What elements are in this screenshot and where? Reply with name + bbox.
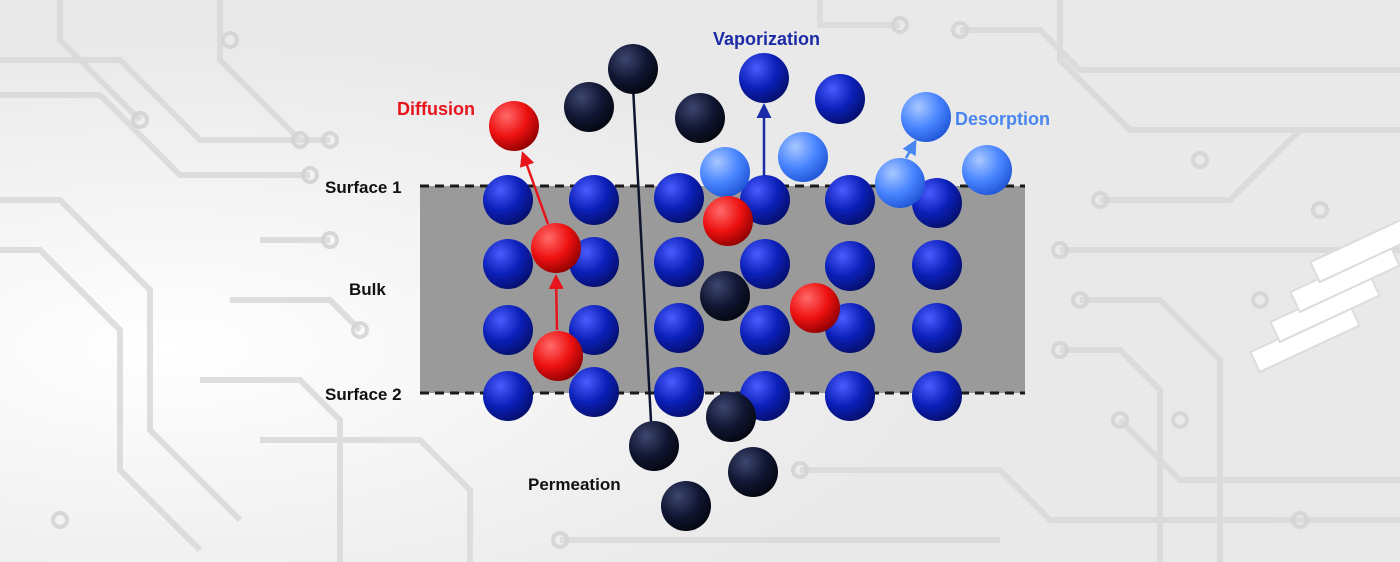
lattice-atom [569, 175, 619, 225]
diffusion-label: Diffusion [397, 99, 475, 119]
diffusion-arrow-lower [548, 274, 564, 331]
lattice-atom [912, 178, 962, 228]
desorbing-atom [700, 147, 750, 197]
permeating-atom [608, 44, 658, 94]
desorbing-atom [901, 92, 951, 142]
lattice-atom [912, 371, 962, 421]
lattice-atom [740, 239, 790, 289]
lattice-atom [912, 240, 962, 290]
vaporized-atom [815, 74, 865, 124]
lattice-atom [740, 305, 790, 355]
bulk-label: Bulk [349, 280, 386, 299]
lattice-atom [825, 175, 875, 225]
lattice-atom [740, 175, 790, 225]
permeating-atom [564, 82, 614, 132]
lattice-atom [654, 367, 704, 417]
diffusing-atom [489, 101, 539, 151]
diffusing-atom [703, 196, 753, 246]
surface-2-label: Surface 2 [325, 385, 402, 404]
lattice-atom [483, 305, 533, 355]
surface-1-label: Surface 1 [325, 178, 402, 197]
permeating-atom [706, 392, 756, 442]
desorbing-atom [962, 145, 1012, 195]
diffusing-atom [790, 283, 840, 333]
permeating-atom [675, 93, 725, 143]
circuit-board-pads [51, 16, 1329, 549]
lattice-atoms [483, 53, 962, 421]
desorbing-atoms [700, 92, 1012, 208]
diffusing-atoms [489, 101, 840, 381]
permeating-atom [728, 447, 778, 497]
lattice-atom [569, 305, 619, 355]
permeation-path [630, 67, 654, 441]
permeating-atom [661, 481, 711, 531]
desorbing-atom [778, 132, 828, 182]
lattice-atom [483, 175, 533, 225]
permeating-atom [629, 421, 679, 471]
lattice-atom [654, 237, 704, 287]
diffusion-arrow-upper [519, 151, 550, 225]
permeating-atoms [564, 44, 778, 531]
lattice-atom [483, 239, 533, 289]
lattice-atom [569, 367, 619, 417]
permeation-label: Permeation [528, 475, 621, 494]
circuit-board-connector [1249, 214, 1400, 374]
vaporized-atom [739, 53, 789, 103]
diffusing-atom [533, 331, 583, 381]
lattice-atom [825, 241, 875, 291]
lattice-atom [654, 303, 704, 353]
desorption-arrow [902, 139, 917, 159]
lattice-atom [483, 371, 533, 421]
lattice-atom [569, 237, 619, 287]
lattice-atom [654, 173, 704, 223]
lattice-atom [825, 371, 875, 421]
vaporization-label: Vaporization [713, 29, 820, 49]
lattice-atom [912, 303, 962, 353]
permeating-atom [700, 271, 750, 321]
diffusing-atom [531, 223, 581, 273]
desorbing-atom [875, 158, 925, 208]
desorption-label: Desorption [955, 109, 1050, 129]
